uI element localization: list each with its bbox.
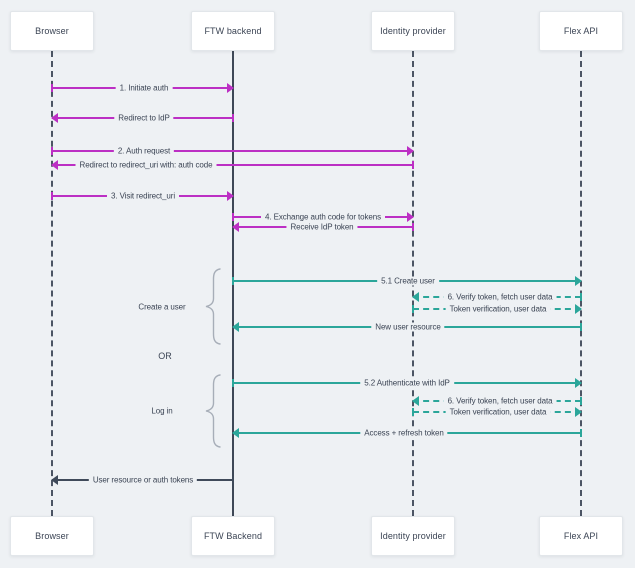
message-label: 6. Verify token, fetch user data — [443, 396, 557, 406]
participant-box-browser-bottom: Browser — [10, 516, 94, 556]
participant-box-ftw-backend-bottom: FTW Backend — [191, 516, 275, 556]
participant-label: Identity provider — [380, 531, 446, 541]
message-label: Access + refresh token — [360, 428, 448, 438]
lifeline-browser — [51, 51, 53, 516]
message-label: 5.1 Create user — [377, 276, 439, 286]
participant-box-identity-provider-bottom: Identity provider — [371, 516, 455, 556]
participant-label: Browser — [35, 26, 69, 36]
or-separator: OR — [158, 351, 172, 361]
brace-log-in — [205, 374, 221, 448]
participant-box-ftw-backend-top: FTW backend — [191, 11, 275, 51]
brace-create-a-user — [205, 268, 221, 345]
message-label: Receive IdP token — [286, 222, 358, 232]
participant-box-browser-top: Browser — [10, 11, 94, 51]
participant-box-flex-api-top: Flex API — [539, 11, 623, 51]
participant-label: Identity provider — [380, 26, 446, 36]
message-label: 2. Auth request — [113, 146, 175, 156]
group-label-create-a-user: Create a user — [138, 302, 186, 312]
message-label: New user resource — [371, 322, 445, 332]
participant-label: Flex API — [563, 531, 599, 541]
participant-label: Flex API — [563, 26, 599, 36]
message-label: Token verification, user data — [445, 304, 551, 314]
participant-label: FTW backend — [204, 26, 262, 36]
message-label: Token verification, user data — [445, 407, 551, 417]
arrow-redirect-uri-code — [51, 160, 414, 170]
message-label: User resource or auth tokens — [88, 475, 198, 485]
participant-box-identity-provider-top: Identity provider — [371, 11, 455, 51]
message-label: 3. Visit redirect_uri — [106, 191, 180, 201]
participant-label: Browser — [35, 531, 69, 541]
arrow-auth-request — [51, 146, 414, 156]
message-label: 4. Exchange auth code for tokens — [261, 212, 385, 222]
group-label-log-in: Log in — [151, 406, 173, 416]
participant-box-flex-api-bottom: Flex API — [539, 516, 623, 556]
message-label: Redirect to IdP — [114, 113, 174, 123]
message-label: 1. Initiate auth — [115, 83, 173, 93]
message-label: 6. Verify token, fetch user data — [443, 292, 557, 302]
participant-label: FTW Backend — [203, 531, 263, 541]
message-label: Redirect to redirect_uri with: auth code — [75, 160, 217, 170]
message-label: 5.2 Authenticate with IdP — [360, 378, 454, 388]
